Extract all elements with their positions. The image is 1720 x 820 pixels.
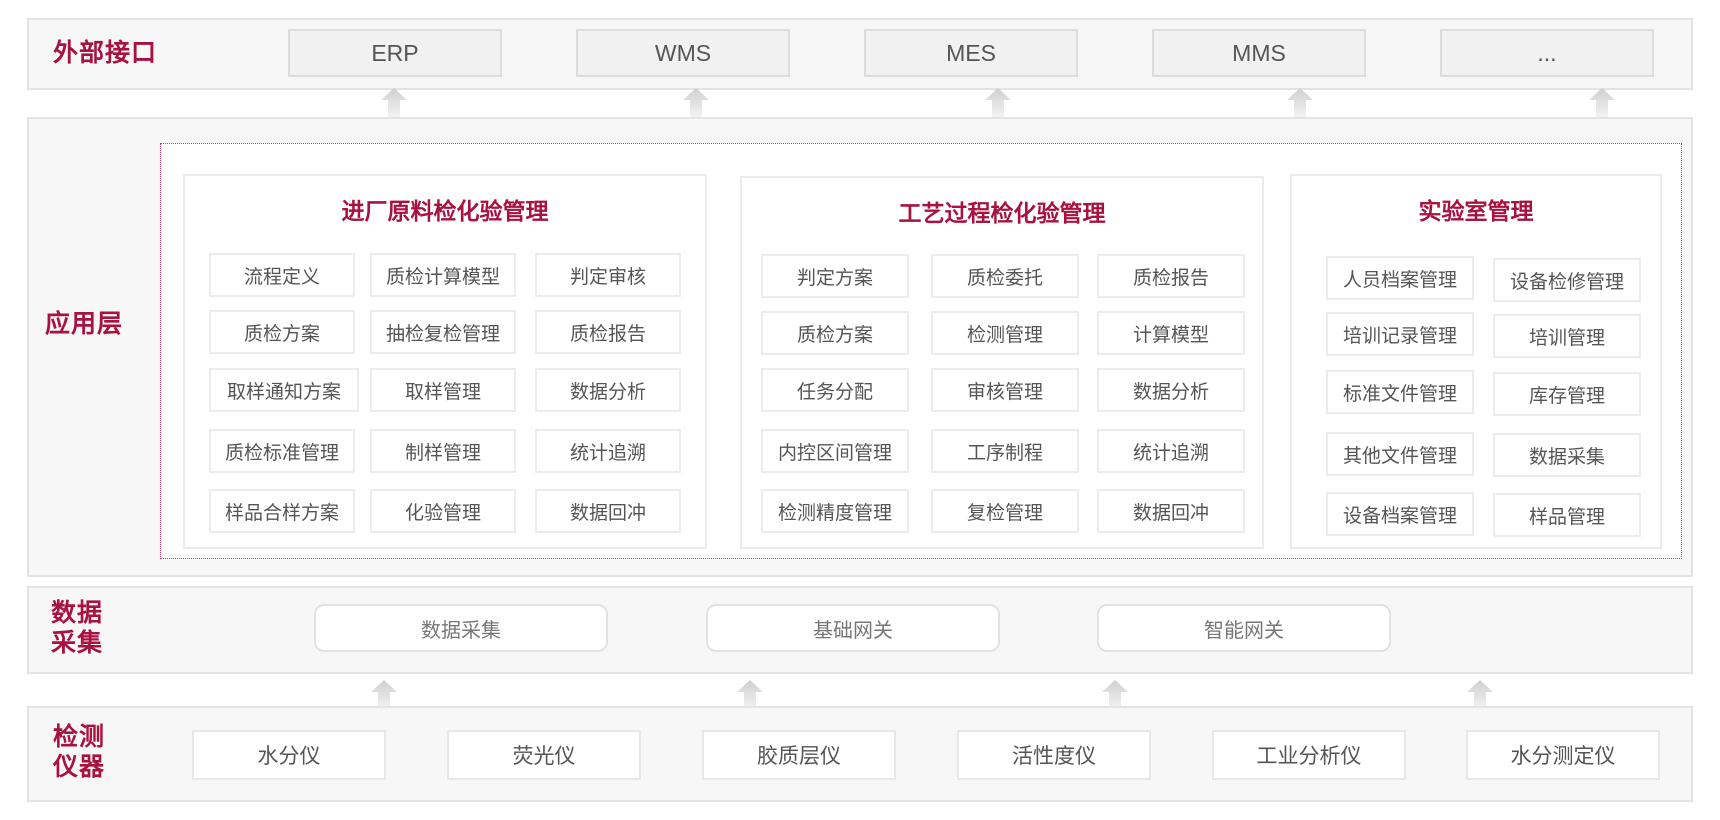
instrument-item[interactable]: 活性度仪 xyxy=(957,730,1151,780)
module-item[interactable]: 判定方案 xyxy=(761,254,909,298)
external-system-more[interactable]: ... xyxy=(1440,29,1654,77)
module-item[interactable]: 数据分析 xyxy=(1097,368,1245,412)
module-item[interactable]: 数据采集 xyxy=(1493,433,1641,477)
module-item[interactable]: 质检计算模型 xyxy=(370,253,516,297)
module-item[interactable]: 设备检修管理 xyxy=(1493,258,1641,302)
module-item[interactable]: 数据分析 xyxy=(535,368,681,412)
module-title: 工艺过程检化验管理 xyxy=(898,201,1106,227)
external-system-mms[interactable]: MMS xyxy=(1152,29,1366,77)
module-item[interactable]: 样品管理 xyxy=(1493,493,1641,537)
module-item[interactable]: 取样管理 xyxy=(370,368,516,412)
up-arrow-icon xyxy=(1589,88,1615,118)
instruments-label-line2: 仪器 xyxy=(53,752,106,781)
instrument-item[interactable]: 水分测定仪 xyxy=(1466,730,1660,780)
module-item[interactable]: 质检方案 xyxy=(761,311,909,355)
instrument-item[interactable]: 水分仪 xyxy=(192,730,386,780)
application-layer-label: 应用层 xyxy=(45,309,124,338)
module-item[interactable]: 流程定义 xyxy=(209,253,355,297)
instrument-item[interactable]: 胶质层仪 xyxy=(702,730,896,780)
external-system-wms[interactable]: WMS xyxy=(576,29,790,77)
module-item[interactable]: 检测管理 xyxy=(931,311,1079,355)
module-item[interactable]: 检测精度管理 xyxy=(761,489,909,533)
module-laboratory: 实验室管理 人员档案管理 设备检修管理 培训记录管理 培训管理 标准文件管理 库… xyxy=(1290,174,1662,549)
module-item[interactable]: 设备档案管理 xyxy=(1326,492,1474,536)
module-item[interactable]: 制样管理 xyxy=(370,429,516,473)
data-collection-label-line1: 数据 xyxy=(51,598,104,627)
module-title: 实验室管理 xyxy=(1418,199,1534,225)
module-item[interactable]: 审核管理 xyxy=(931,368,1079,412)
module-item[interactable]: 任务分配 xyxy=(761,368,909,412)
module-process: 工艺过程检化验管理 判定方案 质检委托 质检报告 质检方案 检测管理 计算模型 … xyxy=(740,176,1264,549)
smart-gateway-item[interactable]: 智能网关 xyxy=(1097,604,1391,652)
module-item[interactable]: 统计追溯 xyxy=(535,429,681,473)
instrument-item[interactable]: 荧光仪 xyxy=(447,730,641,780)
up-arrow-icon xyxy=(381,88,407,118)
up-arrow-icon xyxy=(1102,680,1128,710)
module-item[interactable]: 质检方案 xyxy=(209,310,355,354)
module-title: 进厂原料检化验管理 xyxy=(341,199,549,225)
module-item[interactable]: 抽检复检管理 xyxy=(370,310,516,354)
module-item[interactable]: 数据回冲 xyxy=(1097,489,1245,533)
instruments-label: 检测 仪器 xyxy=(53,722,105,782)
external-system-erp[interactable]: ERP xyxy=(288,29,502,77)
up-arrow-icon xyxy=(737,680,763,710)
module-item[interactable]: 培训记录管理 xyxy=(1326,312,1474,356)
instruments-label-line1: 检测 xyxy=(53,722,106,751)
module-item[interactable]: 质检报告 xyxy=(535,310,681,354)
module-item[interactable]: 人员档案管理 xyxy=(1326,256,1474,300)
external-interface-label: 外部接口 xyxy=(53,38,158,67)
application-modules-frame: 进厂原料检化验管理 流程定义 质检计算模型 判定审核 质检方案 抽检复检管理 质… xyxy=(160,143,1682,559)
module-item[interactable]: 计算模型 xyxy=(1097,311,1245,355)
basic-gateway-item[interactable]: 基础网关 xyxy=(706,604,1000,652)
data-collection-item[interactable]: 数据采集 xyxy=(314,604,608,652)
module-item[interactable]: 复检管理 xyxy=(931,489,1079,533)
up-arrow-icon xyxy=(1287,88,1313,118)
module-item[interactable]: 质检委托 xyxy=(931,254,1079,298)
data-collection-layer: 数据 采集 数据采集 基础网关 智能网关 xyxy=(27,586,1693,674)
data-collection-label: 数据 采集 xyxy=(51,598,103,658)
instrument-item[interactable]: 工业分析仪 xyxy=(1212,730,1406,780)
module-item[interactable]: 标准文件管理 xyxy=(1326,370,1474,414)
module-item[interactable]: 质检标准管理 xyxy=(209,429,355,473)
external-system-mes[interactable]: MES xyxy=(864,29,1078,77)
up-arrow-icon xyxy=(985,88,1011,118)
up-arrow-icon xyxy=(371,680,397,710)
module-item[interactable]: 其他文件管理 xyxy=(1326,432,1474,476)
module-item[interactable]: 内控区间管理 xyxy=(761,429,909,473)
up-arrow-icon xyxy=(683,88,709,118)
module-item[interactable]: 工序制程 xyxy=(931,429,1079,473)
module-item[interactable]: 统计追溯 xyxy=(1097,429,1245,473)
instruments-layer: 检测 仪器 水分仪 荧光仪 胶质层仪 活性度仪 工业分析仪 水分测定仪 xyxy=(27,706,1693,802)
external-interface-layer: 外部接口 ERP WMS MES MMS ... xyxy=(27,18,1693,90)
up-arrow-icon xyxy=(1467,680,1493,710)
module-item[interactable]: 化验管理 xyxy=(370,489,516,533)
module-item[interactable]: 库存管理 xyxy=(1493,372,1641,416)
data-collection-label-line2: 采集 xyxy=(51,628,104,657)
module-item[interactable]: 培训管理 xyxy=(1493,314,1641,358)
module-item[interactable]: 判定审核 xyxy=(535,253,681,297)
module-item[interactable]: 取样通知方案 xyxy=(209,368,359,412)
module-item[interactable]: 质检报告 xyxy=(1097,254,1245,298)
module-item[interactable]: 样品合样方案 xyxy=(209,489,355,533)
module-item[interactable]: 数据回冲 xyxy=(535,489,681,533)
module-incoming-material: 进厂原料检化验管理 流程定义 质检计算模型 判定审核 质检方案 抽检复检管理 质… xyxy=(183,174,707,549)
